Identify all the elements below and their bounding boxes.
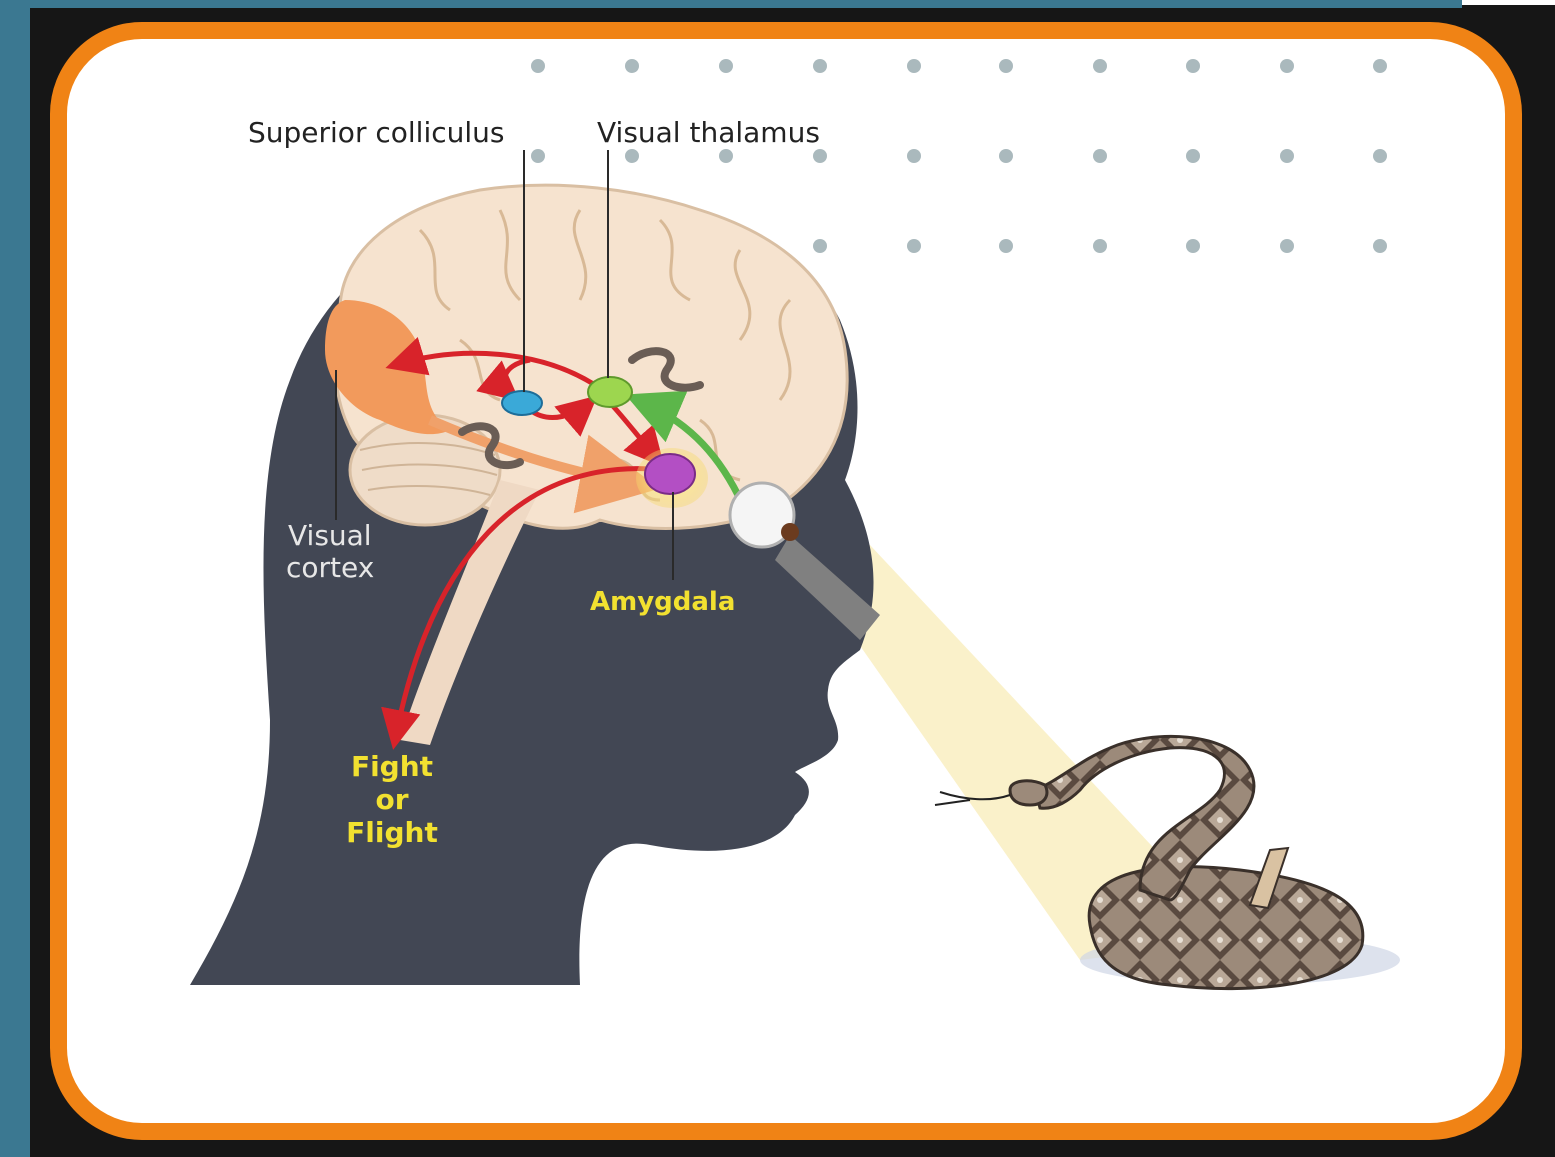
fight-or-flight-line2: or: [375, 783, 408, 816]
visual-thalamus-label: Visual thalamus: [597, 116, 820, 149]
visual-cortex-label-line1: Visual: [288, 519, 372, 552]
amygdala-node: [645, 454, 695, 494]
superior-colliculus-label: Superior colliculus: [248, 116, 504, 149]
visual-thalamus-node: [588, 377, 632, 407]
superior-colliculus-node: [502, 391, 542, 415]
fight-or-flight-line3: Flight: [346, 816, 438, 849]
visual-cortex-label-line2: cortex: [286, 551, 374, 584]
amygdala-label: Amygdala: [590, 587, 735, 617]
fight-or-flight-line1: Fight: [351, 750, 433, 783]
